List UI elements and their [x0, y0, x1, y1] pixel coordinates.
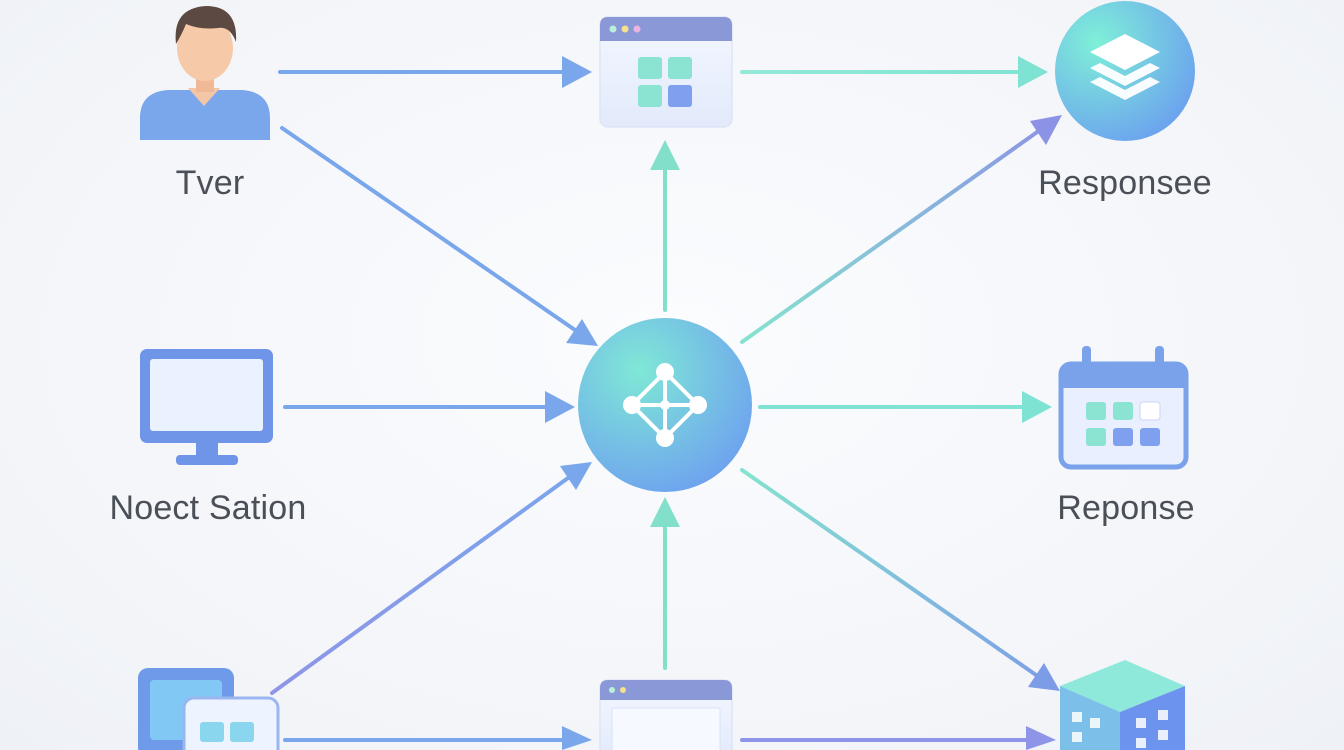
- stacked-windows-icon: [138, 668, 280, 750]
- calendar-icon: [1058, 346, 1189, 470]
- user-avatar-icon: [140, 6, 270, 140]
- arrow-bottom-window-to-cube: [740, 726, 1056, 750]
- calendar-label: Reponse: [1057, 489, 1195, 527]
- network-hub-icon: [578, 318, 752, 492]
- arrow-stack-to-bottom-window: [283, 726, 592, 750]
- monitor-icon: [140, 349, 273, 465]
- arrow-bottom-window-to-hub: [650, 497, 680, 670]
- arrow-hub-to-calendar: [758, 391, 1052, 423]
- arrow-stack-to-hub: [270, 462, 592, 695]
- app-window-icon: [599, 16, 733, 128]
- browser-window-icon: [599, 679, 733, 750]
- layers-icon: [1055, 1, 1195, 141]
- monitor-label: Noect Sation: [109, 489, 307, 527]
- arrow-hub-to-layers: [740, 115, 1062, 344]
- arrow-user-to-hub: [280, 126, 598, 346]
- layers-label: Responsee: [1038, 164, 1212, 202]
- cube-icon: [1060, 660, 1185, 750]
- arrow-hub-to-cube: [740, 468, 1060, 691]
- arrows: [270, 56, 1062, 750]
- user-label: Tver: [175, 164, 245, 202]
- arrow-user-to-window: [278, 56, 592, 88]
- arrow-hub-to-window: [650, 140, 680, 312]
- arrow-window-to-layers: [740, 56, 1048, 88]
- arrow-monitor-to-hub: [283, 391, 575, 423]
